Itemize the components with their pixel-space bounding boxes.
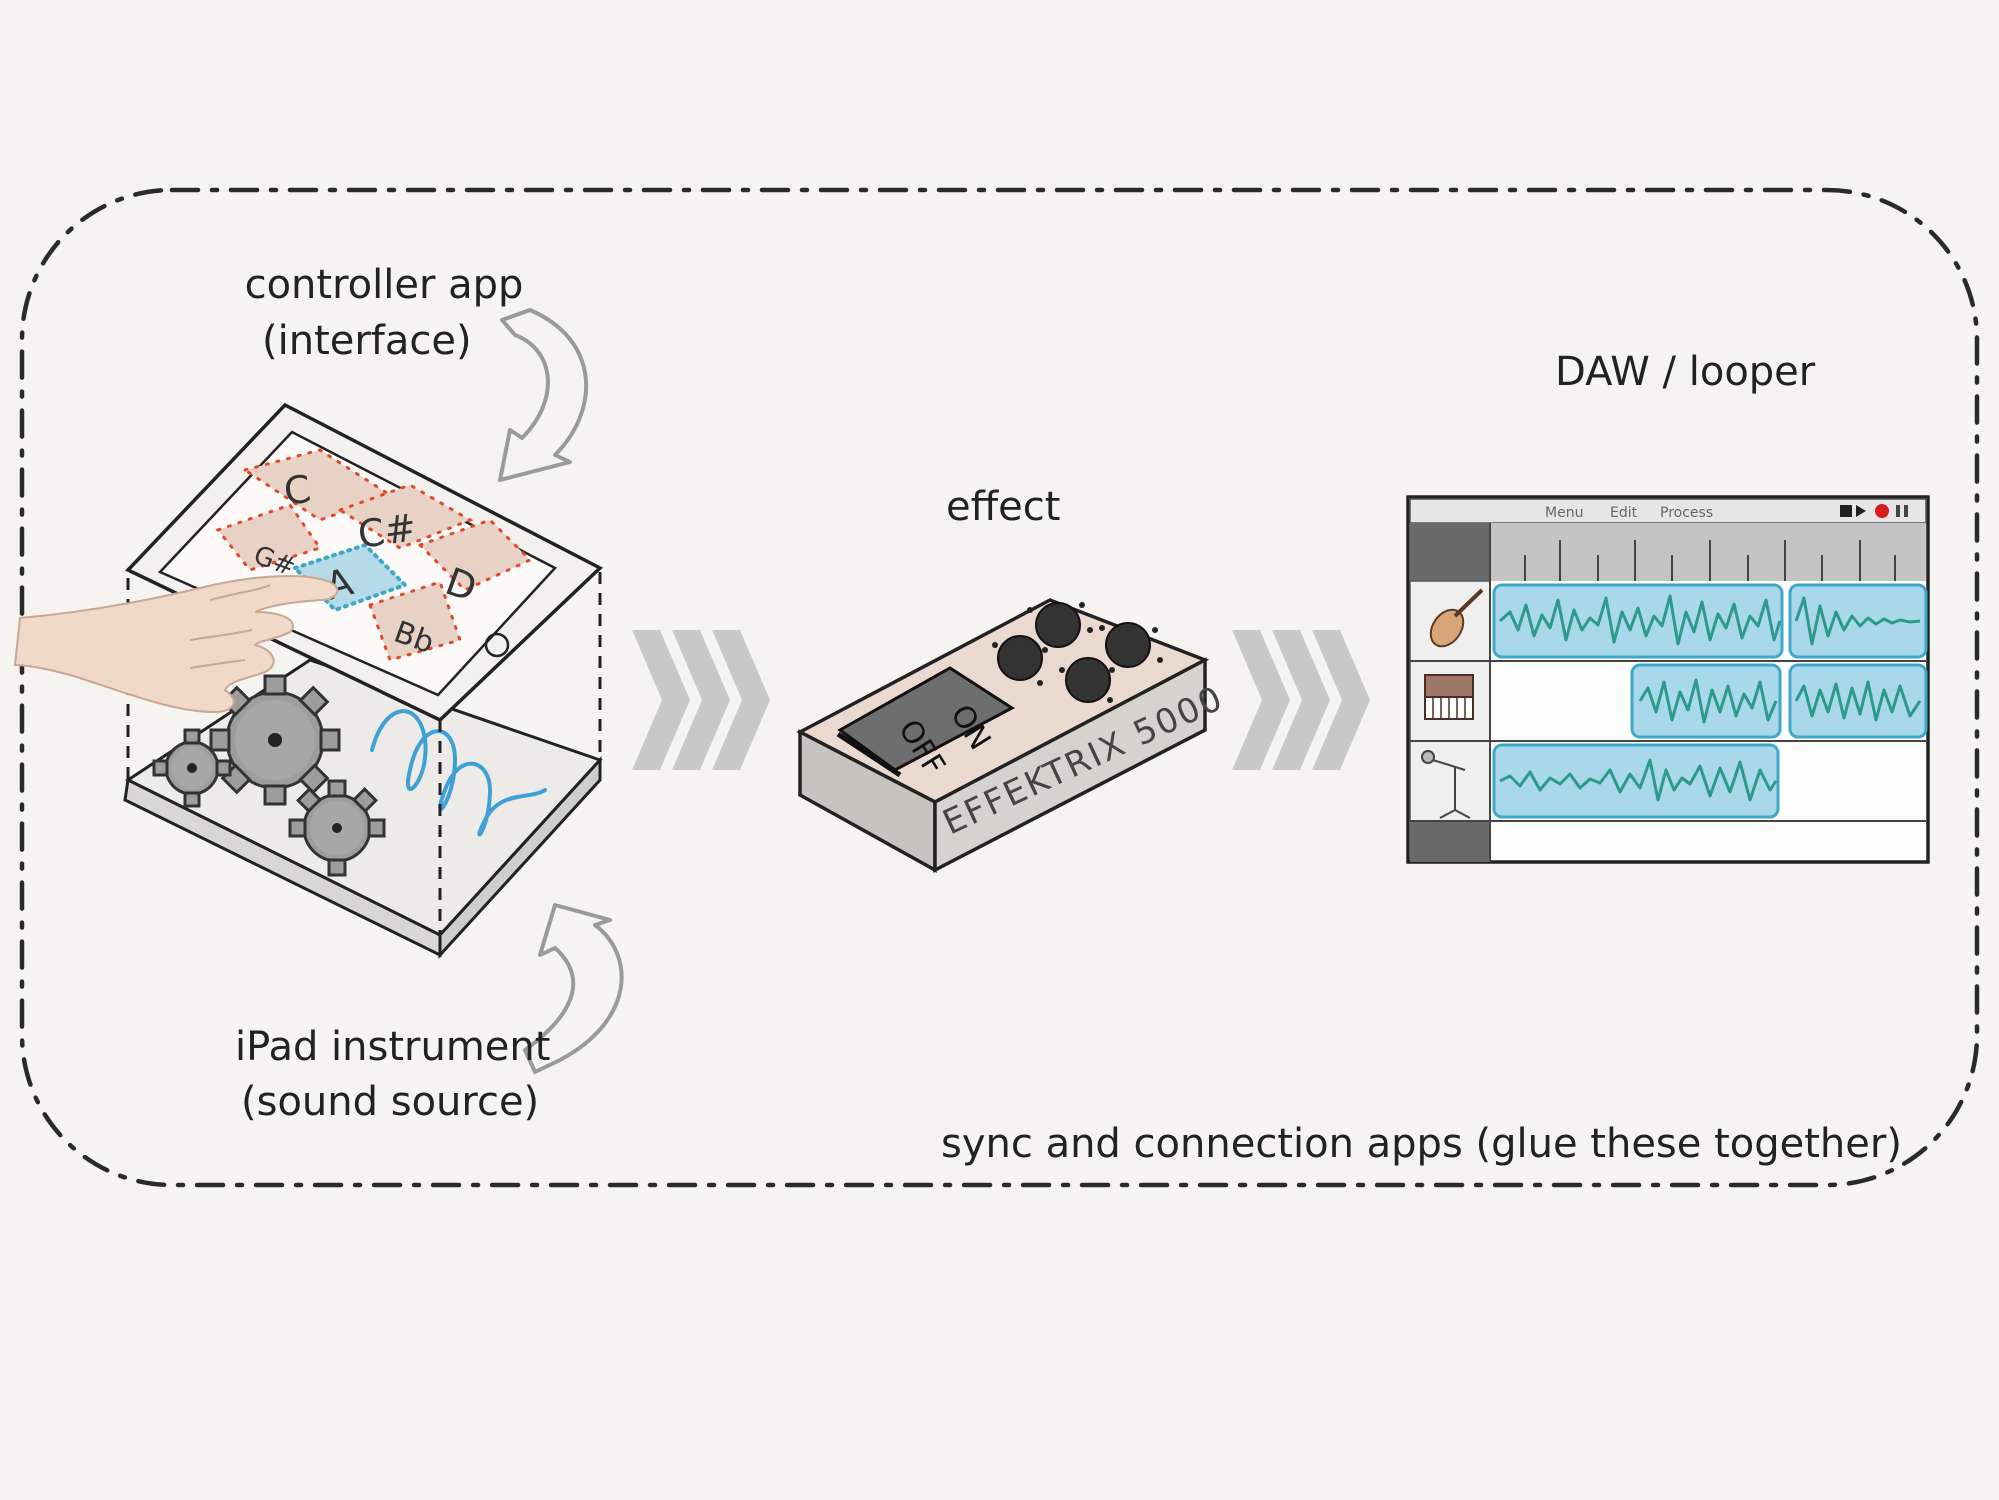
- daw-menu-item: Edit: [1610, 505, 1638, 521]
- keyboard-icon: [1424, 674, 1474, 720]
- daw-waveforms: [1498, 594, 1922, 802]
- sound-wave: [370, 709, 547, 837]
- effect-pedal: ON OFF EFFEKTRIX 5000: [796, 598, 1230, 873]
- daw-label: DAW / looper: [1555, 349, 1816, 395]
- ipad-stack-edges: [126, 572, 602, 935]
- pedal-knobs: [997, 602, 1151, 703]
- controller-label-sub: (interface): [262, 318, 472, 364]
- violin-icon: [1429, 588, 1484, 648]
- ipad-instrument-base: [123, 658, 603, 959]
- arrow-to-controller-icon: [498, 308, 589, 482]
- knob-icon: [1105, 622, 1151, 668]
- daw-menu-item: Process: [1660, 505, 1713, 521]
- key-c-sharp: C#: [355, 505, 419, 557]
- ipad-key-grid: [215, 448, 533, 662]
- knob-icon: [1065, 657, 1111, 703]
- daw-transport: [1840, 504, 1908, 518]
- ipad-controller: C C# D G# A Bb: [125, 402, 603, 723]
- arrow-to-instrument-icon: [523, 903, 624, 1074]
- instrument-label-line1: iPad instrument: [235, 1024, 551, 1070]
- daw-window: Menu Edit Process: [1406, 495, 1930, 864]
- flow-chevrons-1: [632, 630, 770, 770]
- sync-label: sync and connection apps (glue these tog…: [941, 1121, 1902, 1167]
- effect-label: effect: [946, 484, 1061, 530]
- record-icon: [1875, 504, 1889, 518]
- ipad-stack: C C# D G# A Bb: [13, 402, 603, 959]
- knob-icon: [1035, 602, 1081, 648]
- daw-menu-item: Menu: [1545, 505, 1583, 521]
- microphone-icon: [1421, 750, 1471, 819]
- instrument-label-line2: (sound source): [241, 1079, 540, 1125]
- home-button-icon: [484, 632, 510, 658]
- gear-icon: [152, 728, 232, 808]
- pedal-switch: [836, 666, 1015, 778]
- hand-icon: [13, 575, 339, 714]
- controller-label-line1: controller app: [244, 262, 524, 308]
- key-c: C: [281, 467, 313, 514]
- gear-icon: [288, 779, 386, 877]
- sync-boundary: [19, 187, 1980, 1188]
- knob-icon: [997, 635, 1043, 681]
- gear-icon: [209, 674, 341, 806]
- flow-chevrons-2: [1232, 630, 1370, 770]
